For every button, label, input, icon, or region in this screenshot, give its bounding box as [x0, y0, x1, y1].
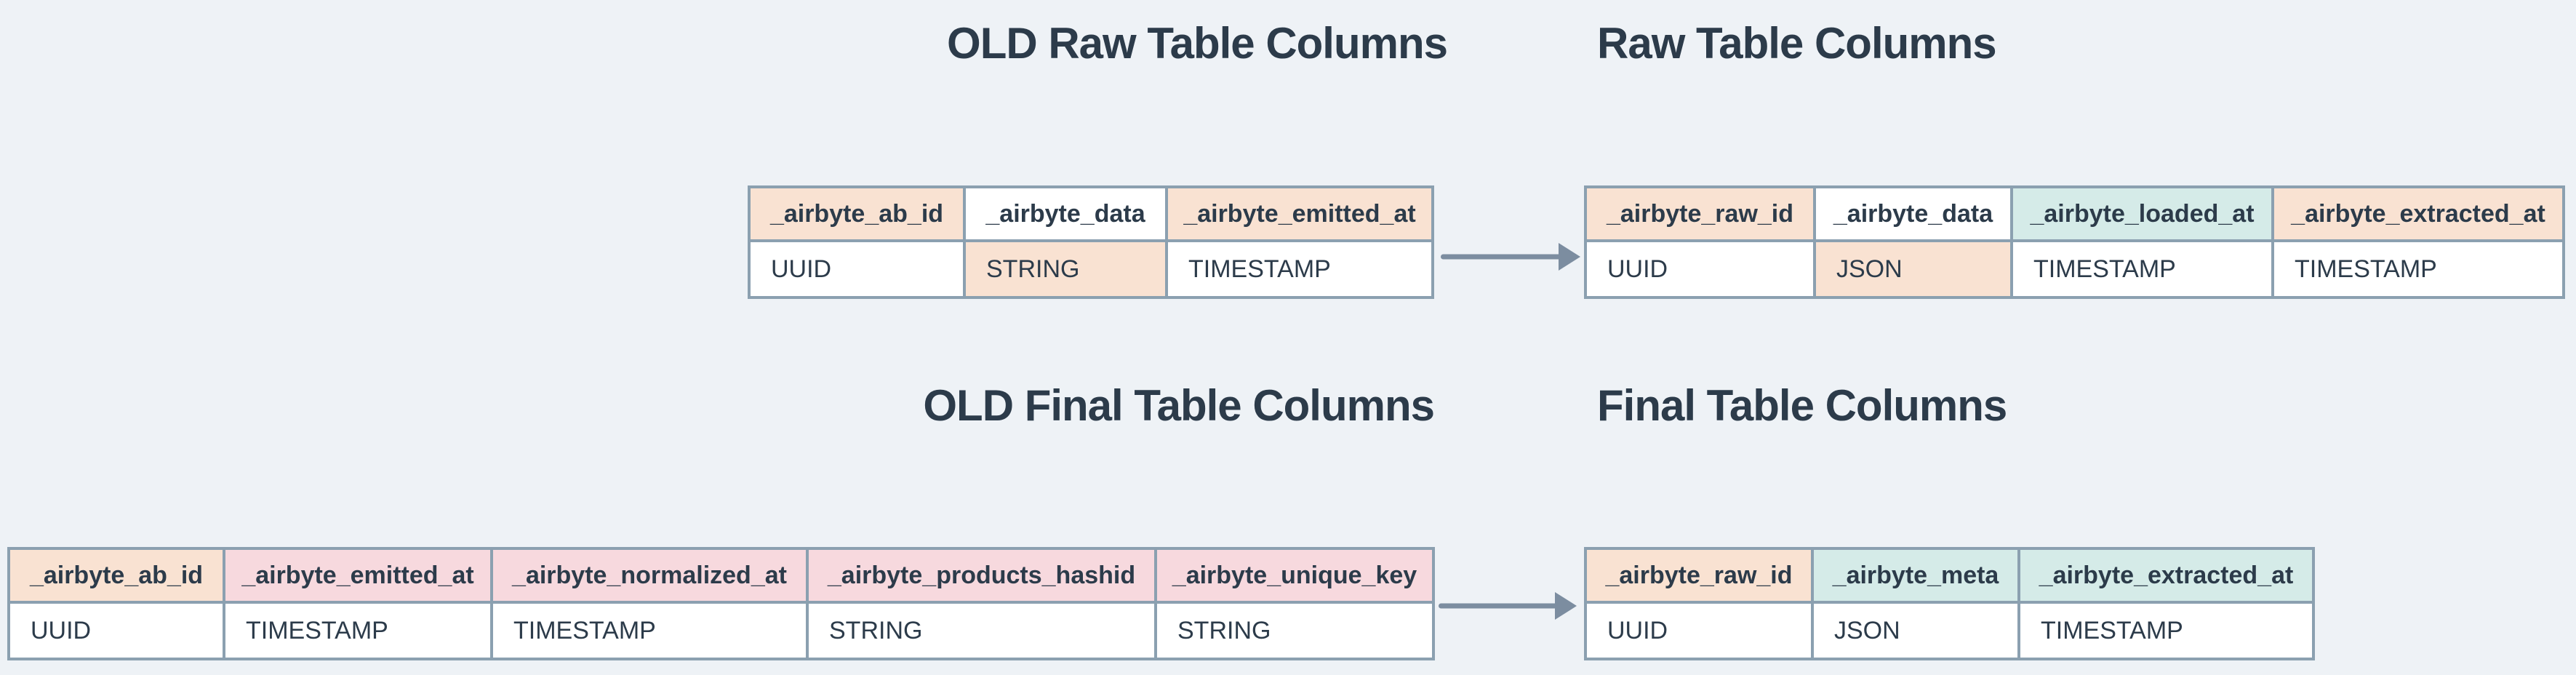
column-header-cell: _airbyte_raw_id — [1584, 547, 1814, 604]
column-header-cell: _airbyte_raw_id — [1584, 185, 1816, 242]
header-row: _airbyte_raw_id _airbyte_meta _airbyte_e… — [1584, 547, 2315, 604]
arrow-line — [1441, 254, 1563, 260]
title-old-final-table-columns: OLD Final Table Columns — [923, 381, 1435, 430]
column-header-cell: _airbyte_data — [1813, 185, 2013, 242]
column-type-cell: TIMESTAMP — [2017, 601, 2315, 660]
column-header-cell: _airbyte_ab_id — [748, 185, 966, 242]
column-header-cell: _airbyte_loaded_at — [2010, 185, 2274, 242]
column-header-cell: _airbyte_emitted_at — [223, 547, 493, 604]
column-header-cell: _airbyte_ab_id — [7, 547, 225, 604]
arrow-head — [1559, 243, 1580, 271]
new-raw-table: _airbyte_raw_id _airbyte_data _airbyte_l… — [1584, 185, 2565, 299]
column-type-cell: TIMESTAMP — [2010, 239, 2274, 299]
arrow-head — [1555, 592, 1577, 620]
type-row: UUID STRING TIMESTAMP — [748, 239, 1434, 299]
header-row: _airbyte_ab_id _airbyte_emitted_at _airb… — [7, 547, 1435, 604]
title-final-table-columns: Final Table Columns — [1597, 381, 2007, 430]
column-type-cell: UUID — [748, 239, 966, 299]
old-final-table: _airbyte_ab_id _airbyte_emitted_at _airb… — [7, 547, 1435, 660]
column-type-cell: TIMESTAMP — [223, 601, 493, 660]
column-type-cell: STRING — [806, 601, 1157, 660]
title-old-raw-table-columns: OLD Raw Table Columns — [947, 19, 1448, 68]
column-type-cell: UUID — [7, 601, 225, 660]
type-row: UUID JSON TIMESTAMP — [1584, 601, 2315, 660]
raw-migration-arrow-icon — [1441, 242, 1580, 271]
old-raw-table: _airbyte_ab_id _airbyte_data _airbyte_em… — [748, 185, 1434, 299]
column-header-cell: _airbyte_unique_key — [1154, 547, 1435, 604]
header-row: _airbyte_raw_id _airbyte_data _airbyte_l… — [1584, 185, 2565, 242]
column-type-cell: TIMESTAMP — [490, 601, 809, 660]
column-type-cell: UUID — [1584, 601, 1814, 660]
column-header-cell: _airbyte_emitted_at — [1165, 185, 1434, 242]
column-header-cell: _airbyte_normalized_at — [490, 547, 809, 604]
column-header-cell: _airbyte_extracted_at — [2017, 547, 2315, 604]
column-header-cell: _airbyte_products_hashid — [806, 547, 1157, 604]
title-raw-table-columns: Raw Table Columns — [1597, 19, 1997, 68]
column-header-cell: _airbyte_data — [963, 185, 1168, 242]
column-header-cell: _airbyte_meta — [1811, 547, 2020, 604]
column-type-cell: UUID — [1584, 239, 1816, 299]
new-final-table: _airbyte_raw_id _airbyte_meta _airbyte_e… — [1584, 547, 2315, 660]
column-type-cell: TIMESTAMP — [1165, 239, 1434, 299]
header-row: _airbyte_ab_id _airbyte_data _airbyte_em… — [748, 185, 1434, 242]
column-type-cell: JSON — [1811, 601, 2020, 660]
column-type-cell: STRING — [963, 239, 1168, 299]
arrow-line — [1439, 603, 1559, 609]
column-type-cell: TIMESTAMP — [2271, 239, 2565, 299]
final-migration-arrow-icon — [1439, 591, 1577, 620]
column-type-cell: JSON — [1813, 239, 2013, 299]
column-type-cell: STRING — [1154, 601, 1435, 660]
type-row: UUID TIMESTAMP TIMESTAMP STRING STRING — [7, 601, 1435, 660]
type-row: UUID JSON TIMESTAMP TIMESTAMP — [1584, 239, 2565, 299]
column-header-cell: _airbyte_extracted_at — [2271, 185, 2565, 242]
